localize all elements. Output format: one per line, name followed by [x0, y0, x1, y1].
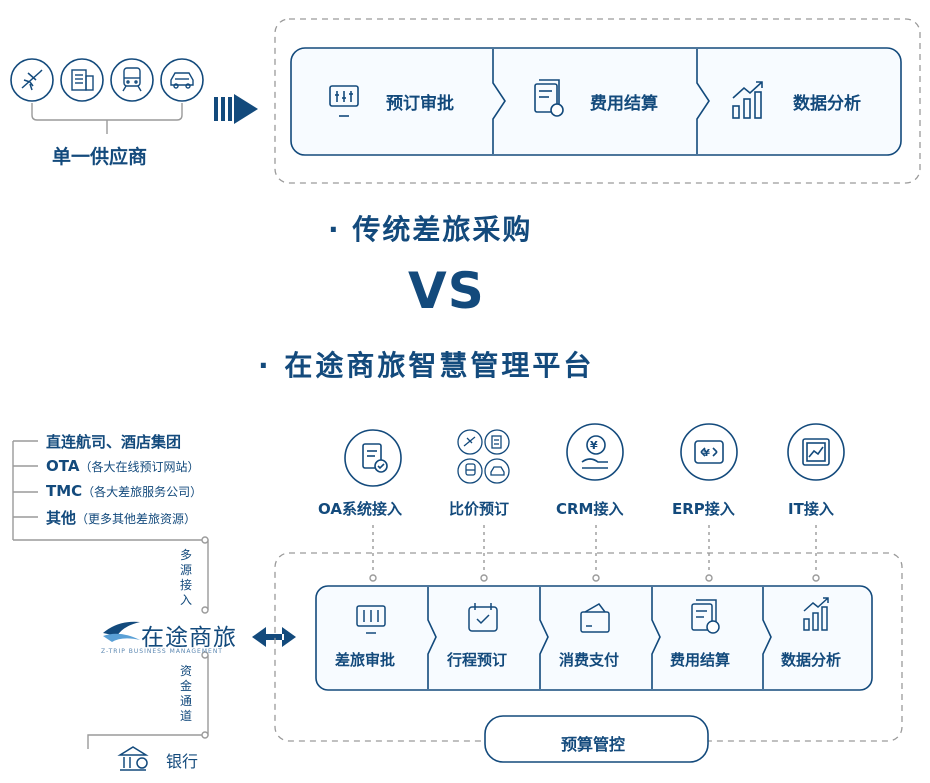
hotel-icon-circle — [60, 58, 104, 102]
travel-approval-icon — [356, 605, 386, 634]
hotel-icon — [71, 69, 94, 91]
integration-oa: OA系统接入 — [318, 500, 402, 518]
integration-erp: ERP接入 — [672, 500, 735, 518]
bottom-steps-container — [315, 585, 873, 691]
budget-pill — [484, 715, 709, 763]
supplier-bracket — [31, 103, 183, 134]
fund-channel-label: 资金通道 — [180, 664, 193, 723]
settlement-icon — [534, 79, 564, 117]
bottom-step-expense: 费用结算 — [670, 651, 731, 669]
train-icon — [122, 67, 142, 92]
plane-icon — [21, 69, 43, 91]
car-icon-circle — [160, 58, 204, 102]
plane-icon-circle — [10, 58, 54, 102]
bidirectional-arrow — [252, 627, 296, 647]
top-flow-arrow — [214, 94, 258, 124]
supplier-label: 单一供应商 — [52, 146, 148, 168]
wallet-icon — [580, 603, 610, 633]
top-step-analytics: 数据分析 — [793, 94, 861, 114]
top-step-approval: 预订审批 — [386, 94, 454, 114]
connectors — [372, 525, 817, 574]
logo-bird-icon — [103, 621, 140, 642]
bottom-analytics-icon — [803, 597, 829, 631]
analytics-icon — [732, 81, 763, 119]
supplier-icons — [10, 58, 204, 102]
logo-name: 在途商旅 — [141, 625, 237, 651]
top-step-settlement: 费用结算 — [590, 94, 658, 114]
svg-text:¥: ¥ — [590, 439, 598, 452]
itinerary-icon — [468, 603, 498, 632]
source-item: TMC（各大差旅服务公司） — [46, 482, 203, 500]
integration-it: IT接入 — [788, 500, 834, 518]
integration-compare: 比价预订 — [449, 500, 510, 518]
bank-icon — [117, 746, 149, 771]
approval-icon — [329, 85, 359, 117]
top-dashed-box — [274, 18, 921, 184]
multi-source-label: 多源接入 — [180, 548, 193, 607]
compare-icons — [457, 429, 510, 484]
car-icon — [170, 72, 194, 89]
source-item: 其他（更多其他差旅资源） — [46, 509, 197, 527]
bottom-step-approval: 差旅审批 — [335, 651, 396, 669]
train-icon-circle — [110, 58, 154, 102]
source-item: 直连航司、酒店集团 — [46, 433, 182, 451]
expense-icon — [691, 599, 720, 634]
heading-platform: · 在途商旅智慧管理平台 — [258, 349, 595, 382]
integration-icons — [344, 423, 845, 487]
integration-crm: CRM接入 — [556, 500, 624, 518]
top-steps-container — [290, 47, 902, 156]
svg-text:¥: ¥ — [703, 448, 710, 459]
source-item: OTA（各大在线预订网站） — [46, 457, 200, 475]
heading-vs: VS — [408, 262, 485, 320]
bottom-step-itinerary: 行程预订 — [447, 651, 508, 669]
heading-traditional: · 传统差旅采购 — [328, 213, 533, 246]
bank-label: 银行 — [166, 752, 199, 771]
bottom-step-analytics: 数据分析 — [781, 651, 842, 669]
connector-dots — [369, 574, 820, 582]
source-tree — [12, 440, 209, 749]
bottom-step-payment: 消费支付 — [559, 651, 620, 669]
logo-subtitle: Z-TRIP BUSINESS MANAGEMENT — [101, 648, 223, 655]
budget-label: 预算管控 — [561, 735, 626, 754]
